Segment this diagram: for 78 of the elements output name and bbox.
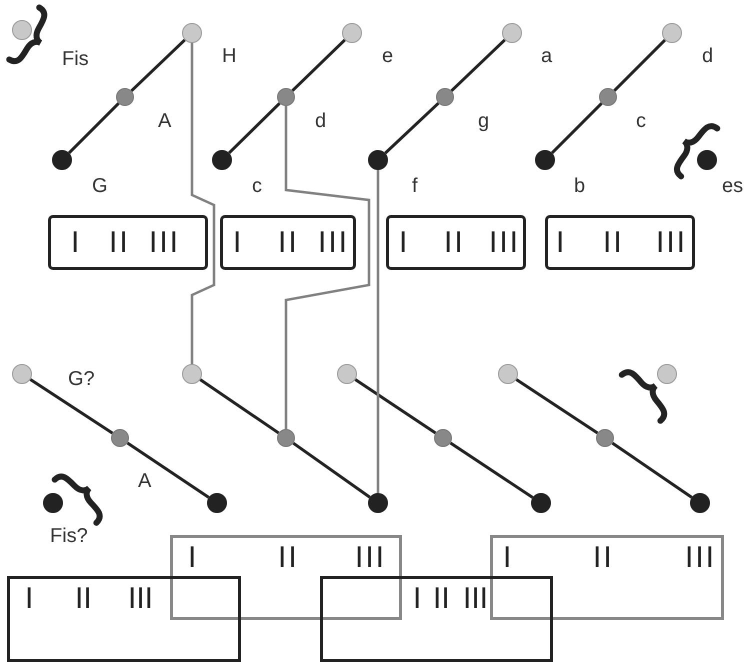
connector-line [551,102,603,154]
band-box [386,215,526,270]
roman-numeral: I [25,582,34,616]
roman-numeral: II [593,541,614,575]
band-box [48,215,208,270]
connector-line [130,38,186,92]
roman-numeral: II [278,541,299,575]
connector-line [126,442,210,499]
roman-numeral: I [503,541,514,575]
connector-line [284,106,370,429]
dot [12,20,32,40]
roman-numeral: III [128,582,154,616]
dot [434,429,452,447]
connector-line [190,43,216,364]
connector-line [291,38,346,92]
connector-line [516,378,598,434]
roman-numeral: III [463,582,488,616]
dot [212,150,232,170]
roman-numeral: III [489,226,520,260]
dot [182,364,202,384]
dot [502,23,522,43]
dot [342,23,362,43]
roman-numeral: I [188,541,198,575]
dot [657,364,677,384]
dot [535,150,555,170]
dot [498,364,518,384]
roman-numeral: I [233,226,244,260]
dot [368,150,388,170]
roman-numeral: II [433,582,450,616]
connector-line [450,38,506,92]
roman-numeral: II [278,226,299,260]
dot [111,429,129,447]
roman-numeral: III [685,541,716,575]
dot [43,493,63,513]
dot [277,88,295,106]
band-box [7,576,241,662]
connector-line [384,102,440,154]
connector-line [68,102,120,154]
dot [662,23,682,43]
roman-numeral: III [318,226,350,260]
roman-numeral: III [355,541,386,575]
dot [531,493,551,513]
band-box [320,576,553,662]
connector-line [613,39,666,92]
band-box [220,215,356,270]
dot [277,429,295,447]
roman-numeral: III [149,226,180,260]
roman-numeral: I [399,226,410,260]
dot [697,150,717,170]
roman-numeral: II [444,226,465,260]
roman-numeral: II [109,226,130,260]
connector-line [30,378,114,434]
roman-numeral: II [75,582,92,616]
roman-numeral: III [656,226,688,260]
connector-line [450,442,534,499]
connector-line [376,170,380,493]
dot [368,493,388,513]
dot [116,88,134,106]
roman-numeral: I [413,582,422,616]
dot [690,493,710,513]
band-box [170,535,402,620]
dot [599,88,617,106]
connector-line [292,442,371,498]
connector-line [354,378,436,434]
dot [52,150,72,170]
dot [182,23,202,43]
dot [337,364,357,384]
dot [207,493,227,513]
roman-numeral: I [556,226,566,260]
connector-line [228,102,281,154]
connector-line [612,442,693,499]
roman-numeral: II [603,226,624,260]
band-box [545,215,695,270]
band-box [490,535,724,620]
dot [596,429,614,447]
roman-numeral: I [71,226,82,260]
dot [12,364,32,384]
dot [436,88,454,106]
